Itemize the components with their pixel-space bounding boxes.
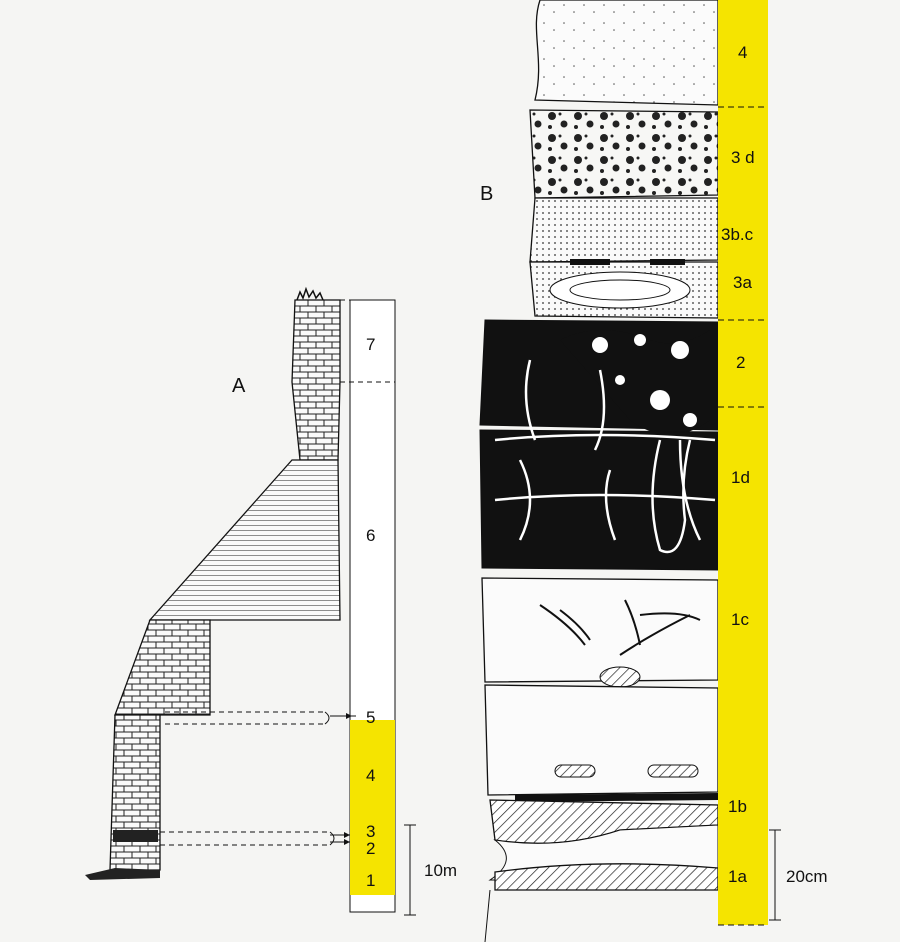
cliff-profile-slope [148, 459, 341, 621]
layer-1c-lower [484, 684, 719, 796]
unit-a-7: 7 [366, 335, 375, 354]
layer-3bc [529, 197, 719, 263]
layer-3d [529, 109, 719, 199]
nodule-band [113, 830, 158, 842]
panel-a-title: A [232, 375, 246, 397]
layer-1a [494, 863, 719, 891]
panel-b-title: B [480, 183, 493, 205]
unit-a-2: 2 [366, 839, 375, 858]
unit-b-4: 4 [738, 43, 747, 62]
scale-bar-a [404, 824, 416, 916]
unit-b-3d: 3 d [731, 148, 755, 167]
layer-4 [534, 0, 719, 106]
unit-b-1a: 1a [728, 867, 747, 886]
vegetation-icon [296, 286, 324, 301]
scale-bar-b [769, 829, 781, 921]
highlight-b [718, 0, 768, 925]
layer-1c [481, 577, 719, 683]
column-a: A 7 6 5 4 3 2 1 10m [85, 286, 457, 916]
unit-a-3: 3 [366, 822, 375, 841]
unit-a-1: 1 [366, 871, 375, 890]
unit-a-4: 4 [366, 766, 375, 785]
unit-b-2: 2 [736, 353, 745, 372]
unit-b-1d: 1d [731, 468, 750, 487]
unit-a-6: 6 [366, 526, 375, 545]
cliff-profile-upper [291, 299, 341, 461]
cliff-profile-middle [114, 619, 211, 716]
unit-b-3bc: 3b.c [721, 225, 754, 244]
cliff-profile-lower [109, 714, 161, 871]
unit-b-3a: 3a [733, 273, 752, 292]
highlight-a [350, 720, 395, 895]
unit-b-1b: 1b [728, 797, 747, 816]
scale-label-b: 20cm [786, 867, 828, 886]
unit-a-5: 5 [366, 708, 375, 727]
unit-b-1c: 1c [731, 610, 749, 629]
column-b: B 4 3 d 3b.c 3a 2 1d 1c 1b 1a 20cm [479, 0, 828, 942]
scale-label-a: 10m [424, 861, 457, 880]
